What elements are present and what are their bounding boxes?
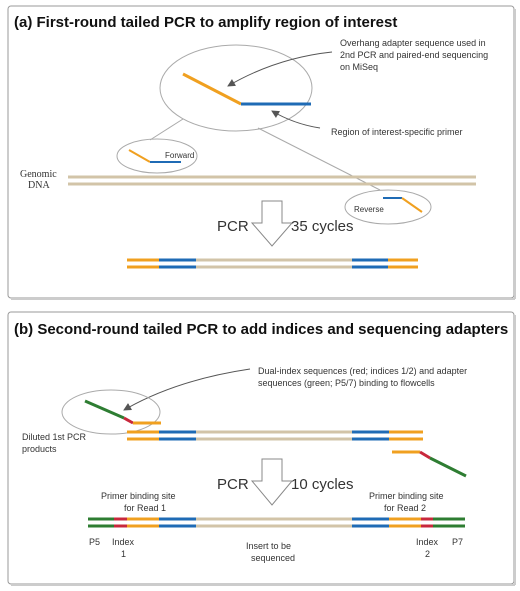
p5-label: P5	[89, 537, 100, 547]
panel-b: (b) Second-round tailed PCR to add indic…	[7, 311, 516, 586]
forward-primer-ellipse	[116, 138, 198, 174]
reverse-adapter-segment	[401, 197, 423, 213]
roi-primer-note: Region of interest-specific primer	[331, 127, 463, 137]
cycles-label-b: 10 cycles	[291, 476, 354, 493]
diluted-label-line2: products	[22, 444, 57, 454]
pcr-label-a: PCR	[217, 218, 249, 235]
zoom-ellipse	[159, 44, 313, 132]
diluted-label-line1: Diluted 1st PCR	[22, 432, 87, 442]
p7-adapter-segment	[429, 456, 467, 478]
reverse-primer-ellipse	[344, 189, 432, 225]
index2-segment	[419, 450, 431, 460]
overhang-callout-arrow	[227, 51, 333, 87]
p5-adapter-segment	[84, 399, 125, 420]
roi-callout-arrow	[271, 110, 321, 129]
dual-index-callout-arrow	[123, 368, 251, 411]
final-library	[88, 517, 465, 528]
dual-index-note-line1: Dual-index sequences (red; indices 1/2) …	[258, 366, 467, 376]
panel-a: (a) First-round tailed PCR to amplify re…	[7, 5, 516, 300]
reverse-label: Reverse	[354, 205, 384, 214]
cycles-label-a: 35 cycles	[291, 218, 354, 235]
index1-segment	[123, 416, 134, 425]
p7-label: P7	[452, 537, 463, 547]
pcr-arrow-a	[250, 200, 294, 247]
overhang-note-line2: 2nd PCR and paired-end sequencing	[340, 50, 488, 60]
reverse-index-primer	[392, 450, 467, 478]
zoomed-primer	[182, 72, 311, 106]
index2-label-line2: 2	[425, 549, 430, 559]
index-primer-ellipse	[61, 389, 161, 435]
forward-adapter-segment	[128, 149, 151, 163]
index1-label-line2: 1	[121, 549, 126, 559]
amplicon-a	[127, 258, 418, 269]
pcr-arrow-b	[250, 458, 294, 506]
insert-label-line2: sequenced	[251, 553, 295, 563]
zoom-connector-right	[257, 127, 381, 191]
panel-b-title: (b) Second-round tailed PCR to add indic…	[14, 321, 508, 338]
overhang-note-line3: on MiSeq	[340, 62, 378, 72]
read1-label-line1: Primer binding site	[101, 491, 176, 501]
dual-index-note-line2: sequences (green; P5/7) binding to flowc…	[258, 378, 435, 388]
pcr-label-b: PCR	[217, 476, 249, 493]
panel-a-title: (a) First-round tailed PCR to amplify re…	[14, 14, 397, 31]
index1-label-line1: Index	[112, 537, 135, 547]
read2-label-line2: for Read 2	[384, 503, 426, 513]
read2-label-line1: Primer binding site	[369, 491, 444, 501]
genomic-label-line1: Genomic	[20, 169, 57, 180]
first-pcr-product	[127, 430, 423, 441]
overhang-note-line1: Overhang adapter sequence used in	[340, 38, 486, 48]
index2-label-line1: Index	[416, 537, 439, 547]
zoom-connector-left	[149, 118, 184, 141]
forward-label: Forward	[165, 151, 194, 160]
genomic-label-line2: DNA	[28, 180, 50, 191]
overhang-adapter-segment	[182, 72, 242, 106]
insert-label-line1: Insert to be	[246, 541, 291, 551]
read1-label-line2: for Read 1	[124, 503, 166, 513]
